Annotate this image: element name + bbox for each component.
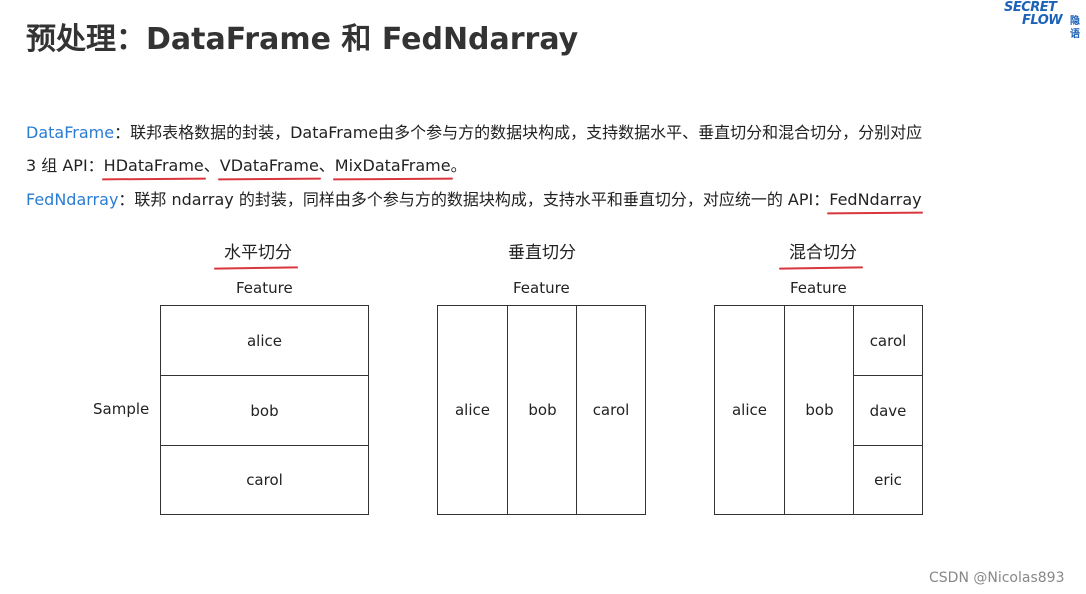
logo-line3: 隐语 xyxy=(1070,16,1080,40)
mixed-partition-table: alice bob carol dave eric xyxy=(714,305,923,515)
api-separator: 、 xyxy=(318,156,335,175)
feature-label: Feature xyxy=(236,279,293,297)
vertical-partition-label: 垂直切分 xyxy=(508,243,576,263)
party-cell: eric xyxy=(853,445,922,514)
party-cell: carol xyxy=(161,445,368,514)
horizontal-partition-table: alice bob carol xyxy=(160,305,369,515)
party-cell: dave xyxy=(853,375,922,445)
sample-label: Sample xyxy=(93,400,150,418)
dataframe-text: ：联邦表格数据的封装，DataFrame由多个参与方的数据块构成，支持数据水平、… xyxy=(114,123,923,142)
mixdataframe-api: MixDataFrame xyxy=(334,156,451,175)
party-cell: alice xyxy=(246,331,282,350)
mixed-partition-label: 混合切分 xyxy=(789,238,857,263)
dataframe-term: DataFrame xyxy=(26,123,115,142)
api-separator: 、 xyxy=(203,156,220,175)
page-title: 预处理：DataFrame 和 FedNdarray xyxy=(26,22,579,57)
horizontal-partition-label: 水平切分 xyxy=(224,238,292,263)
dataframe-api-prefix: 3 组 API： xyxy=(26,156,104,175)
sentence-end: 。 xyxy=(450,156,467,175)
party-cell: alice xyxy=(454,401,490,419)
dataframe-api-line: 3 组 API：HDataFrame、VDataFrame、MixDataFra… xyxy=(26,155,467,177)
fedndarray-description: FedNdarray：联邦 ndarray 的封装，同样由多个参与方的数据块构成… xyxy=(26,189,922,211)
fedndarray-text: ：联邦 ndarray 的封装，同样由多个参与方的数据块构成，支持水平和垂直切分… xyxy=(118,190,830,209)
vertical-partition-table: alice bob carol xyxy=(437,305,646,515)
vdataframe-api: VDataFrame xyxy=(219,156,319,175)
party-cell: alice xyxy=(731,401,767,419)
feature-label: Feature xyxy=(513,279,570,297)
fedndarray-term: FedNdarray xyxy=(26,190,119,209)
logo-line2: FLOW xyxy=(1022,13,1063,28)
party-cell: bob xyxy=(784,306,854,514)
party-cell: carol xyxy=(853,306,922,375)
party-cell: bob xyxy=(161,375,368,445)
party-cell: bob xyxy=(507,306,577,514)
dataframe-description: DataFrame：联邦表格数据的封装，DataFrame由多个参与方的数据块构… xyxy=(26,122,922,144)
logo-line1: SECRET xyxy=(1004,0,1057,15)
watermark: CSDN @Nicolas893 xyxy=(929,570,1065,586)
fedndarray-api: FedNdarray xyxy=(829,190,922,209)
party-cell: carol xyxy=(576,306,645,514)
secretflow-logo: SECRET FLOW 隐语 xyxy=(1002,0,1086,40)
feature-label: Feature xyxy=(790,279,847,297)
hdataframe-api: HDataFrame xyxy=(103,156,204,175)
